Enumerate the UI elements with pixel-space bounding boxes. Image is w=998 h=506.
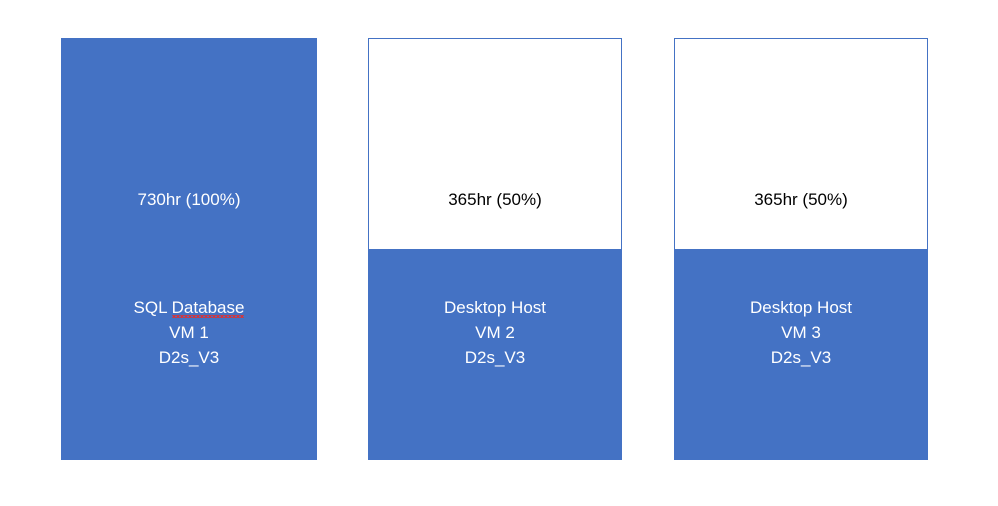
vm-box-3-usage-label: 365hr (50%) bbox=[754, 190, 848, 209]
vm-box-2-usage-label: 365hr (50%) bbox=[448, 190, 542, 209]
vm-box-2-fill-region bbox=[369, 249, 621, 459]
vm-box-1-caption: SQL Database VM 1 D2s_V3 bbox=[62, 295, 316, 370]
vm-box-2-caption: Desktop Host VM 2 D2s_V3 bbox=[369, 295, 621, 370]
vm-box-2-unused-region bbox=[369, 39, 621, 249]
vm-box-2-vm-size: D2s_V3 bbox=[464, 348, 526, 368]
vm-box-3-fill-region bbox=[675, 249, 927, 459]
vm-box-3[interactable]: 365hr (50%) Desktop Host VM 3 D2s_V3 bbox=[674, 38, 928, 460]
vm-box-2-service-name: Desktop Host bbox=[443, 298, 547, 317]
vm-box-1-fill-region bbox=[62, 39, 316, 459]
vm-box-1[interactable]: 730hr (100%) SQL Database VM 1 D2s_V3 bbox=[61, 38, 317, 460]
vm-box-3-vm-name: VM 3 bbox=[781, 323, 821, 343]
vm-box-1-service-name: SQL Database bbox=[133, 298, 245, 317]
vm-box-1-vm-size: D2s_V3 bbox=[158, 348, 220, 368]
vm-box-2-vm-name: VM 2 bbox=[475, 323, 515, 343]
vm-box-3-service-name: Desktop Host bbox=[749, 298, 853, 317]
vm-box-1-misspelled-word: Database bbox=[171, 298, 245, 317]
vm-box-1-vm-name: VM 1 bbox=[169, 323, 209, 343]
vm-box-3-unused-region bbox=[675, 39, 927, 249]
vm-box-1-usage-label: 730hr (100%) bbox=[137, 190, 241, 209]
vm-box-2[interactable]: 365hr (50%) Desktop Host VM 2 D2s_V3 bbox=[368, 38, 622, 460]
vm-box-3-vm-size: D2s_V3 bbox=[770, 348, 832, 368]
vm-box-3-caption: Desktop Host VM 3 D2s_V3 bbox=[675, 295, 927, 370]
